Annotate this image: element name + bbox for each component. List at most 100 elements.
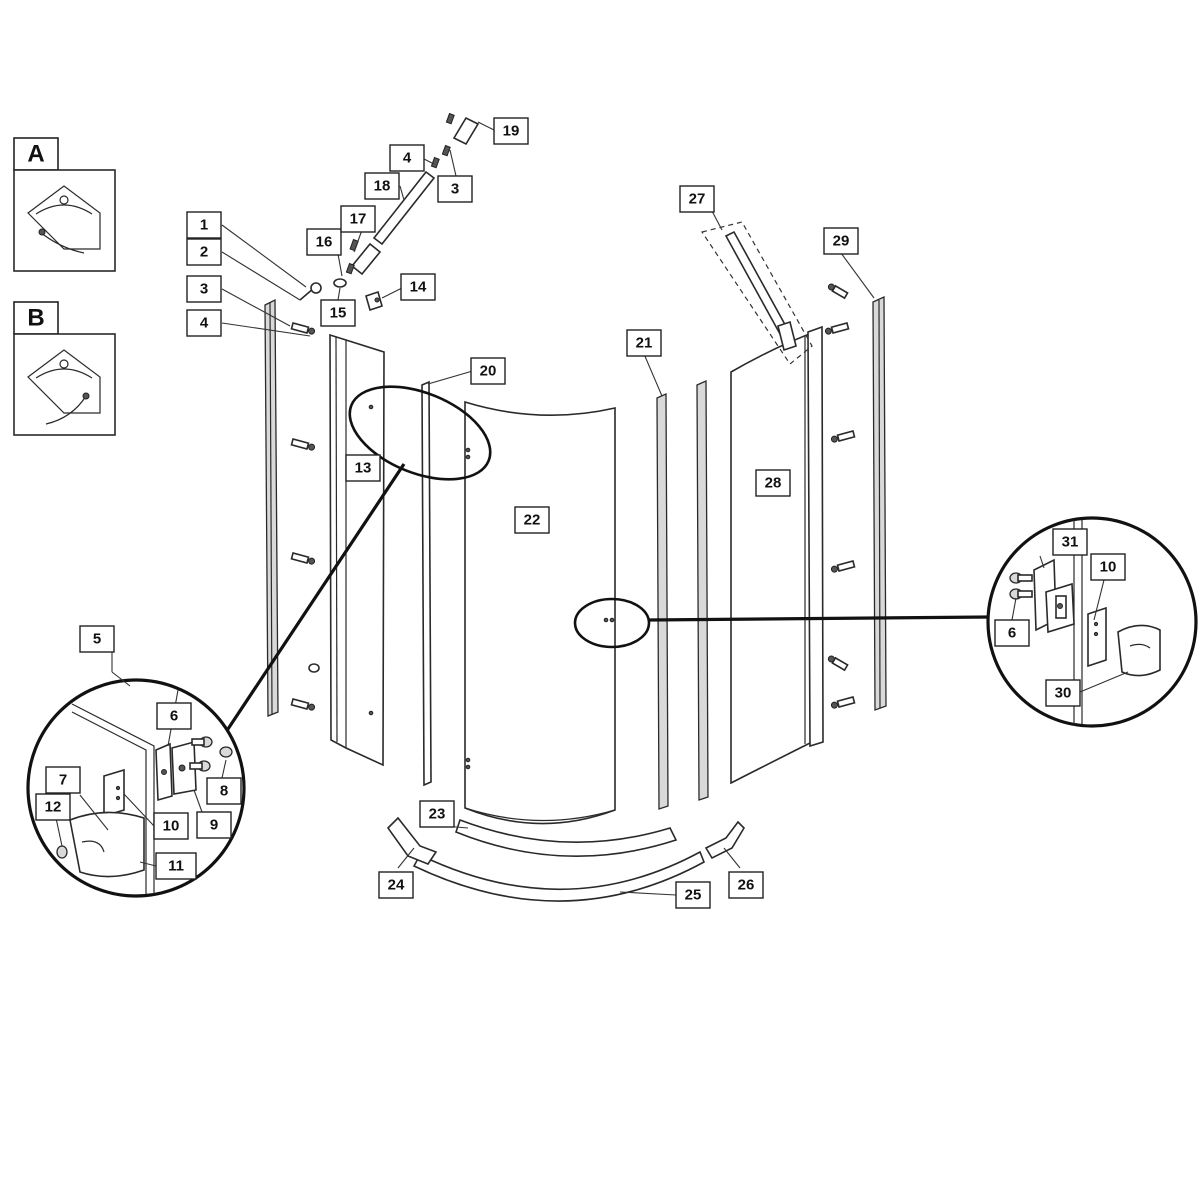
svg-text:13: 13 xyxy=(355,460,372,477)
label-28: 28 xyxy=(755,469,791,497)
svg-text:25: 25 xyxy=(685,887,702,904)
label-18: 18 xyxy=(364,172,400,200)
option-a: A xyxy=(13,137,116,272)
svg-text:16: 16 xyxy=(316,234,333,251)
detail-right-label-30: 30 xyxy=(1045,679,1081,707)
detail-marker-left xyxy=(348,385,492,481)
label-3: 3 xyxy=(186,275,222,303)
left-screws xyxy=(290,322,320,711)
svg-text:20: 20 xyxy=(480,363,497,380)
label-23: 23 xyxy=(419,800,455,828)
svg-text:29: 29 xyxy=(833,233,850,250)
option-b: B xyxy=(13,301,116,436)
svg-text:3: 3 xyxy=(451,181,459,198)
detail-left-label-11: 11 xyxy=(155,852,197,880)
curved-door-right xyxy=(730,325,824,785)
svg-text:14: 14 xyxy=(410,279,427,296)
label-21: 21 xyxy=(626,329,662,357)
label-27: 27 xyxy=(679,185,715,213)
svg-text:15: 15 xyxy=(330,305,347,322)
label-2: 2 xyxy=(186,238,222,266)
magnetic-profiles-centre xyxy=(656,380,709,810)
detail-left-label-10: 10 xyxy=(153,812,189,840)
svg-text:9: 9 xyxy=(210,817,218,834)
detail-left-label-8: 8 xyxy=(206,777,242,805)
svg-text:24: 24 xyxy=(388,877,405,894)
detail-circle-right xyxy=(986,516,1198,728)
tray-outline-icon xyxy=(27,185,101,250)
svg-text:2: 2 xyxy=(200,244,208,261)
detail-right-label-31: 31 xyxy=(1052,528,1088,556)
door-handle-top xyxy=(701,221,813,365)
svg-text:5: 5 xyxy=(93,631,101,648)
rail-connector xyxy=(350,242,382,276)
svg-text:11: 11 xyxy=(168,858,184,875)
detail-left-label-7: 7 xyxy=(45,766,81,794)
svg-text:6: 6 xyxy=(170,708,178,725)
svg-text:1: 1 xyxy=(200,217,208,234)
label-29: 29 xyxy=(823,227,859,255)
tray-outline-icon-b xyxy=(27,349,101,414)
svg-text:4: 4 xyxy=(403,150,412,167)
label-13: 13 xyxy=(345,454,381,482)
svg-text:23: 23 xyxy=(429,806,446,823)
svg-text:7: 7 xyxy=(59,772,67,789)
top-rail-assembly xyxy=(299,112,480,312)
svg-text:28: 28 xyxy=(765,475,782,492)
detail-left-label-6: 6 xyxy=(156,702,192,730)
label-19: 19 xyxy=(493,117,529,145)
label-26: 26 xyxy=(728,871,764,899)
rail-end-cap xyxy=(452,116,480,146)
seal-25 xyxy=(412,850,706,902)
svg-text:4: 4 xyxy=(200,315,209,332)
svg-text:18: 18 xyxy=(374,178,391,195)
svg-text:22: 22 xyxy=(524,512,541,529)
end-piece-26 xyxy=(704,820,746,860)
right-wall-profile xyxy=(872,295,887,711)
svg-text:12: 12 xyxy=(45,799,62,816)
label-4: 4 xyxy=(186,309,222,337)
detail-right-label-10: 10 xyxy=(1090,553,1126,581)
svg-text:27: 27 xyxy=(689,191,706,208)
detail-right-label-6: 6 xyxy=(994,619,1030,647)
label-1: 1 xyxy=(186,211,222,239)
svg-text:10: 10 xyxy=(1100,559,1117,576)
magnetic-profile-left xyxy=(421,380,432,787)
svg-text:10: 10 xyxy=(163,818,180,835)
svg-text:26: 26 xyxy=(738,877,755,894)
svg-text:31: 31 xyxy=(1062,534,1079,551)
detail-left-label-12: 12 xyxy=(35,793,71,821)
option-a-letter: A xyxy=(27,141,44,168)
curved-door-left xyxy=(464,400,616,825)
right-screws xyxy=(824,283,856,709)
label-14: 14 xyxy=(400,273,436,301)
label-5: 5 xyxy=(79,625,115,653)
svg-text:30: 30 xyxy=(1055,685,1072,702)
label-3b: 3 xyxy=(437,175,473,203)
label-17: 17 xyxy=(340,205,376,233)
label-20: 20 xyxy=(470,357,506,385)
svg-text:3: 3 xyxy=(200,281,208,298)
bottom-seals xyxy=(386,816,746,902)
label-15: 15 xyxy=(320,299,356,327)
option-b-letter: B xyxy=(27,305,44,332)
detail-left-label-9: 9 xyxy=(196,811,232,839)
svg-text:8: 8 xyxy=(220,783,228,800)
svg-text:21: 21 xyxy=(636,335,653,352)
label-16: 16 xyxy=(306,228,342,256)
label-25: 25 xyxy=(675,881,711,909)
detail-circle-left xyxy=(26,678,246,898)
label-22: 22 xyxy=(514,506,550,534)
svg-text:17: 17 xyxy=(350,211,367,228)
label-24: 24 xyxy=(378,871,414,899)
left-fixed-panel xyxy=(329,333,385,767)
rail-bar xyxy=(372,170,436,246)
svg-text:6: 6 xyxy=(1008,625,1016,642)
svg-text:19: 19 xyxy=(503,123,520,140)
wall-bracket xyxy=(365,290,383,312)
label-4b: 4 xyxy=(389,144,425,172)
washer xyxy=(333,278,347,288)
left-wall-profile xyxy=(264,298,279,717)
detail-marker-right xyxy=(573,597,651,649)
